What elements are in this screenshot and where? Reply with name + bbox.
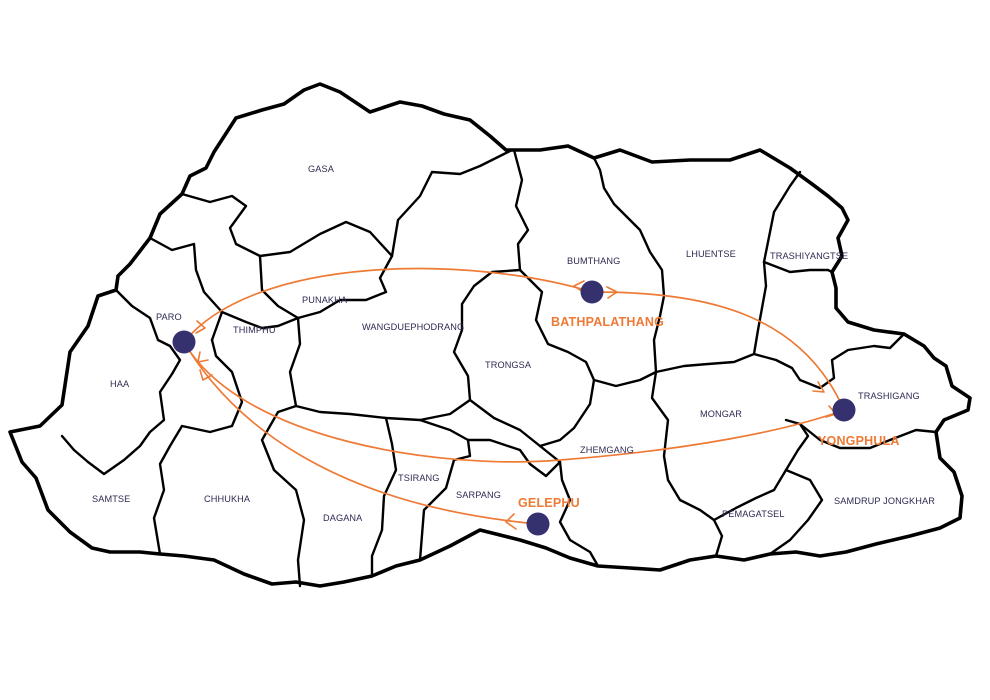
route-bathpalathang-yongphula [591,291,845,411]
district-label-gasa: GASA [308,164,335,174]
district-label-tsirang: TSIRANG [398,473,440,483]
district-label-sarpang: SARPANG [456,490,501,500]
arrow-icon [606,286,618,299]
airport-label-bathpalathang: BATHPALATHANG [551,315,664,329]
flight-routes [183,267,845,525]
district-label-zhemgang: ZHEMGANG [580,445,634,455]
district-label-lhuentse: LHUENTSE [686,249,736,259]
arrow-icon [505,513,517,530]
airport-markers [172,280,856,536]
district-label-dagana: DAGANA [323,513,363,523]
arrow-icon [199,369,213,381]
route-paro-gelephu [183,341,539,525]
district-borders [60,148,938,588]
district-label-trashiyangtse: TRASHIYANGTSE [770,251,848,261]
district-label-paro: PARO [156,312,182,322]
district-label-mongar: MONGAR [700,409,742,419]
country-outline [8,82,972,588]
airport-label-gelephu: GELEPHU [518,496,580,510]
airport-marker-gelephu[interactable] [526,512,550,536]
district-label-bumthang: BUMTHANG [567,256,620,266]
arrow-icon [197,351,209,363]
district-label-pemagatsel: PEMAGATSEL [722,509,785,519]
district-labels: GASA PARO THIMPHU PUNAKHA HAA WANGDUEPHO… [92,164,935,523]
district-label-chhukha: CHHUKHA [204,494,251,504]
route-paro-bathpalathang [183,267,593,343]
route-paro-yongphula [183,341,845,463]
arrow-icon [195,320,206,334]
district-label-trashigang: TRASHIGANG [858,391,920,401]
district-label-wangduephodrang: WANGDUEPHODRANG [362,322,464,332]
district-label-samdrup-jongkhar: SAMDRUP JONGKHAR [834,496,935,506]
district-label-samtse: SAMTSE [92,494,130,504]
airport-marker-paro[interactable] [172,330,196,354]
airport-labels: BATHPALATHANG YONGPHULA GELEPHU [518,315,900,510]
district-label-trongsa: TRONGSA [485,360,532,370]
airport-marker-yongphula[interactable] [832,398,856,422]
district-label-thimphu: THIMPHU [233,325,276,335]
district-label-punakha: PUNAKHA [302,295,348,305]
district-label-haa: HAA [110,379,130,389]
arrow-icon [573,280,585,293]
airport-label-yongphula: YONGPHULA [818,434,900,448]
arrow-icon [812,381,825,393]
airport-marker-bathpalathang[interactable] [580,280,604,304]
